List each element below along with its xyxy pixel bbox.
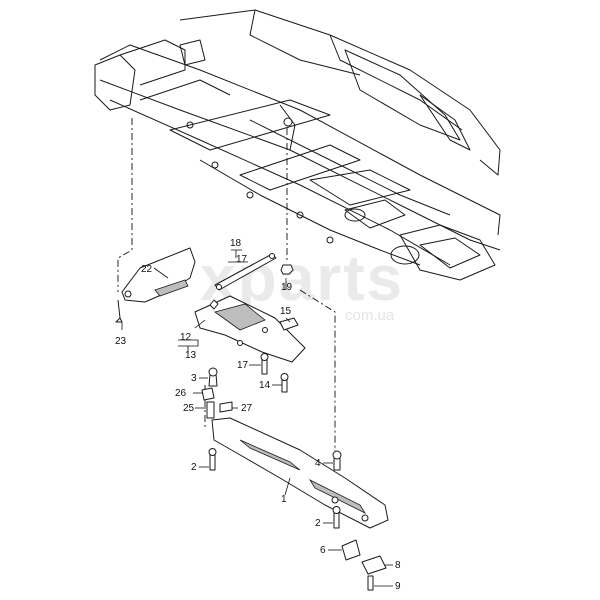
callout-2-right: 2 [315,518,321,529]
part-18-strip [214,253,277,291]
part-1-underbody-panel [211,417,389,529]
screw-hole [124,290,132,298]
callout-15: 15 [280,306,292,317]
part-12-center-shield [194,295,306,363]
leader-lines [121,249,393,587]
callout-4: 4 [315,458,321,469]
callout-6: 6 [320,545,326,556]
callout-2-left: 2 [191,462,197,473]
callout-13: 13 [185,350,197,361]
bolt-23 [115,299,123,323]
callout-14: 14 [259,380,271,391]
callout-23: 23 [115,336,127,347]
bolts-17-14 [260,353,289,393]
callout-18: 18 [230,238,242,249]
callout-26: 26 [175,388,187,399]
fasteners-3-25-26-27 [201,367,233,419]
watermark-sub: com.ua [345,307,395,324]
callout-22: 22 [141,264,153,275]
assembly-lines [117,118,336,455]
callout-9: 9 [395,581,401,592]
callout-25: 25 [183,403,195,414]
part-15-clip [279,317,299,331]
callout-19: 19 [281,282,293,293]
callout-8: 8 [395,560,401,571]
callout-17: 17 [237,360,249,371]
callout-1: 1 [281,494,287,505]
parts-6-8-9 [341,539,387,591]
callout-3: 3 [191,373,197,384]
part-19-nut [280,264,294,275]
vehicle-body-illustration [94,9,501,281]
part-22-shield [115,247,196,323]
callout-12: 12 [180,332,192,343]
callout-labels: 22 23 18 17 19 15 12 13 17 14 3 26 25 27… [115,238,401,592]
bolts-2-4 [208,448,342,529]
callout-17-top: 17 [236,254,248,265]
callout-27: 27 [241,403,253,414]
